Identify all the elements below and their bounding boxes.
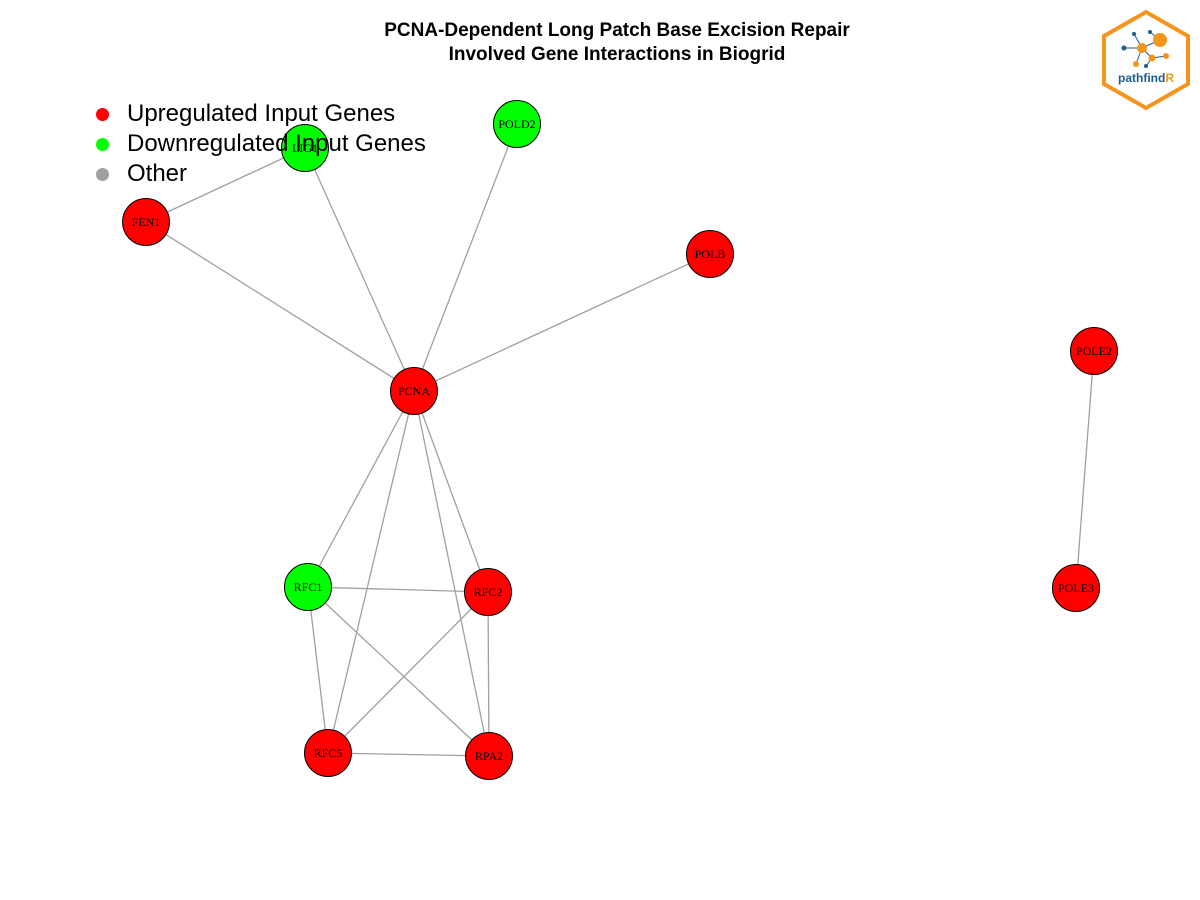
node-circle-fen1: [122, 198, 170, 246]
legend-label-other: Other: [127, 160, 188, 187]
node-label-pole2: POLE2: [1076, 344, 1112, 358]
node-label-pole3: POLE3: [1058, 581, 1094, 595]
node-circle-pcna: [390, 367, 438, 415]
edge-pole2-pole3: [1075, 350, 1095, 589]
node-lig1: LIG1: [281, 124, 329, 172]
logo-network-nodes: [1121, 30, 1169, 68]
node-circle-pole3: [1052, 564, 1100, 612]
edge-fen1-pcna: [145, 221, 415, 392]
edge-pcna-rpa2: [413, 390, 490, 757]
edge-rfc1-rfc2: [307, 586, 489, 593]
node-rpa2: RPA2: [465, 732, 513, 780]
node-pole2: POLE2: [1070, 327, 1118, 375]
legend-label-downregulated: Downregulated Input Genes: [127, 130, 426, 157]
legend-item-other: Other: [96, 159, 426, 189]
edge-rfc1-rfc5: [307, 586, 329, 754]
node-label-rfc2: RFC2: [474, 585, 503, 599]
node-pcna: PCNA: [390, 367, 438, 415]
node-pole3: POLE3: [1052, 564, 1100, 612]
edge-rfc5-rpa2: [327, 752, 490, 757]
legend-label-upregulated: Upregulated Input Genes: [127, 100, 396, 127]
node-circle-rfc2: [464, 568, 512, 616]
node-polb: POLB: [686, 230, 734, 278]
edge-lig1-pcna: [304, 147, 415, 392]
node-label-pold2: POLD2: [498, 117, 535, 131]
legend-dot-downregulated: [96, 137, 109, 151]
node-label-rpa2: RPA2: [475, 749, 503, 763]
node-pold2: POLD2: [493, 100, 541, 148]
logo-text: pathfindR: [1118, 71, 1174, 85]
node-circle-rpa2: [465, 732, 513, 780]
node-label-lig1: LIG1: [292, 141, 318, 155]
node-label-rfc1: RFC1: [294, 580, 323, 594]
edge-fen1-lig1: [145, 147, 306, 223]
legend: Upregulated Input Genes Downregulated In…: [96, 99, 426, 189]
chart-title-line-1: PCNA-Dependent Long Patch Base Excision …: [384, 20, 850, 41]
edge-polb-pcna: [413, 253, 711, 392]
node-circle-polb: [686, 230, 734, 278]
legend-dot-other: [96, 167, 109, 181]
node-rfc2: RFC2: [464, 568, 512, 616]
node-circle-lig1: [281, 124, 329, 172]
edge-pold2-pcna: [413, 123, 518, 392]
node-rfc5: RFC5: [304, 729, 352, 777]
node-circle-pold2: [493, 100, 541, 148]
node-circle-rfc5: [304, 729, 352, 777]
edge-rfc2-rpa2: [487, 591, 490, 757]
legend-item-downregulated: Downregulated Input Genes: [96, 129, 426, 159]
node-fen1: FEN1: [122, 198, 170, 246]
node-circle-pole2: [1070, 327, 1118, 375]
edge-pcna-rfc1: [307, 390, 415, 588]
edge-pcna-rfc2: [413, 390, 489, 593]
logo-hexagon: [1102, 10, 1190, 110]
node-label-polb: POLB: [695, 247, 726, 261]
chart-title-line-2: Involved Gene Interactions in Biogrid: [448, 44, 786, 65]
node-label-rfc5: RFC5: [314, 746, 343, 760]
edge-rfc1-rpa2: [307, 586, 490, 757]
node-label-pcna: PCNA: [398, 384, 430, 398]
node-label-fen1: FEN1: [132, 215, 161, 229]
edge-pcna-rfc5: [327, 390, 415, 754]
node-rfc1: RFC1: [284, 563, 332, 611]
edges-layer: [145, 123, 1095, 757]
edge-rfc2-rfc5: [327, 591, 489, 754]
legend-dot-upregulated: [96, 107, 109, 121]
legend-item-upregulated: Upregulated Input Genes: [96, 99, 426, 129]
pathfindr-logo: pathfindR: [1102, 10, 1190, 110]
node-circle-rfc1: [284, 563, 332, 611]
